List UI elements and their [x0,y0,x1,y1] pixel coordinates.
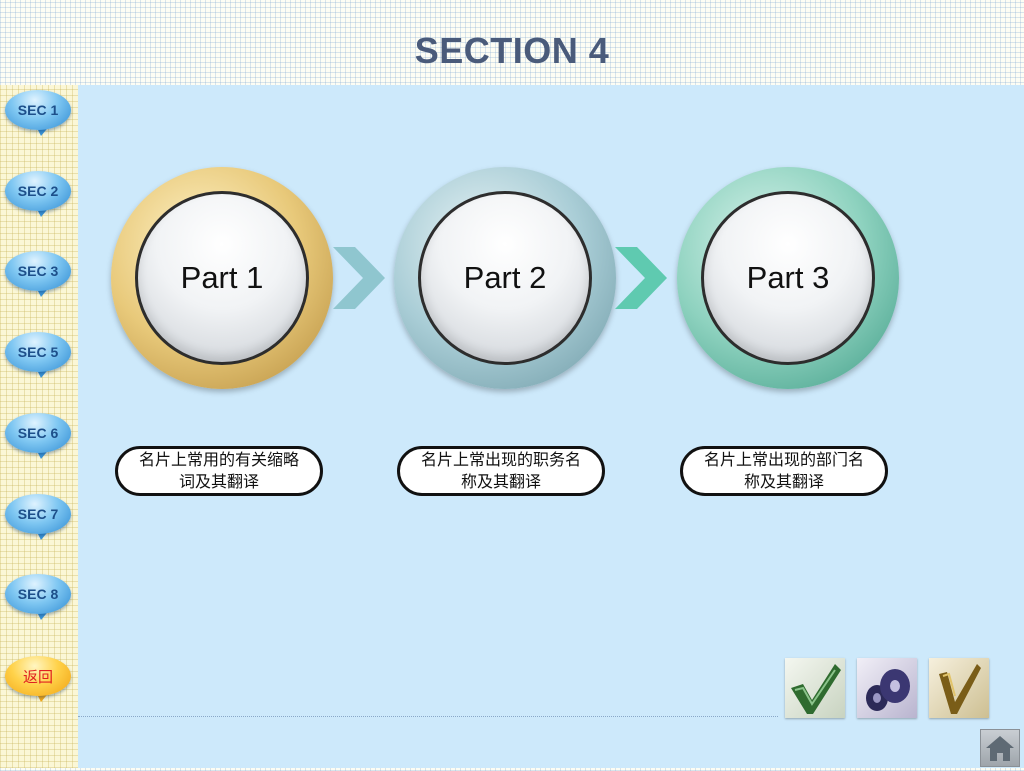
page-title: SECTION 4 [414,30,610,71]
sidebar-item-label: SEC 1 [5,90,71,130]
green-checkmark-icon[interactable] [785,658,845,718]
sidebar-item-label: SEC 6 [5,413,71,453]
sidebar-item-sec-6[interactable]: SEC 6 [5,413,71,459]
part-2-label: Part 2 [463,260,547,295]
home-icon [986,736,1014,761]
part-3-label: Part 3 [746,260,830,295]
part-1-label: Part 1 [180,260,264,295]
chevron-right-icon [615,247,667,309]
part-2-circle[interactable]: Part 2 [394,167,616,389]
part-1-circle[interactable]: Part 1 [111,167,333,389]
part-3-caption[interactable]: 名片上常出现的部门名称及其翻译 [680,446,888,496]
sidebar-item-label: SEC 7 [5,494,71,534]
back-button[interactable]: 返回 [5,656,71,702]
sidebar-item-label: SEC 8 [5,574,71,614]
gold-checkmark-icon[interactable] [929,658,989,718]
sidebar-item-label: SEC 3 [5,251,71,291]
part-1-caption[interactable]: 名片上常用的有关缩略词及其翻译 [115,446,323,496]
sidebar-item-sec-1[interactable]: SEC 1 [5,90,71,136]
chevron-right-icon [333,247,385,309]
sidebar-item-sec-8[interactable]: SEC 8 [5,574,71,620]
sidebar-item-label: SEC 2 [5,171,71,211]
home-button[interactable] [980,729,1020,767]
part-2-caption[interactable]: 名片上常出现的职务名称及其翻译 [397,446,605,496]
part-3-circle[interactable]: Part 3 [677,167,899,389]
footer-divider [78,716,778,717]
sidebar-item-label: SEC 5 [5,332,71,372]
sidebar-item-sec-7[interactable]: SEC 7 [5,494,71,540]
sidebar-item-sec-3[interactable]: SEC 3 [5,251,71,297]
sidebar-item-sec-5[interactable]: SEC 5 [5,332,71,378]
sidebar-item-sec-2[interactable]: SEC 2 [5,171,71,217]
back-button-label: 返回 [5,656,71,696]
purple-disc-icon[interactable] [857,658,917,718]
